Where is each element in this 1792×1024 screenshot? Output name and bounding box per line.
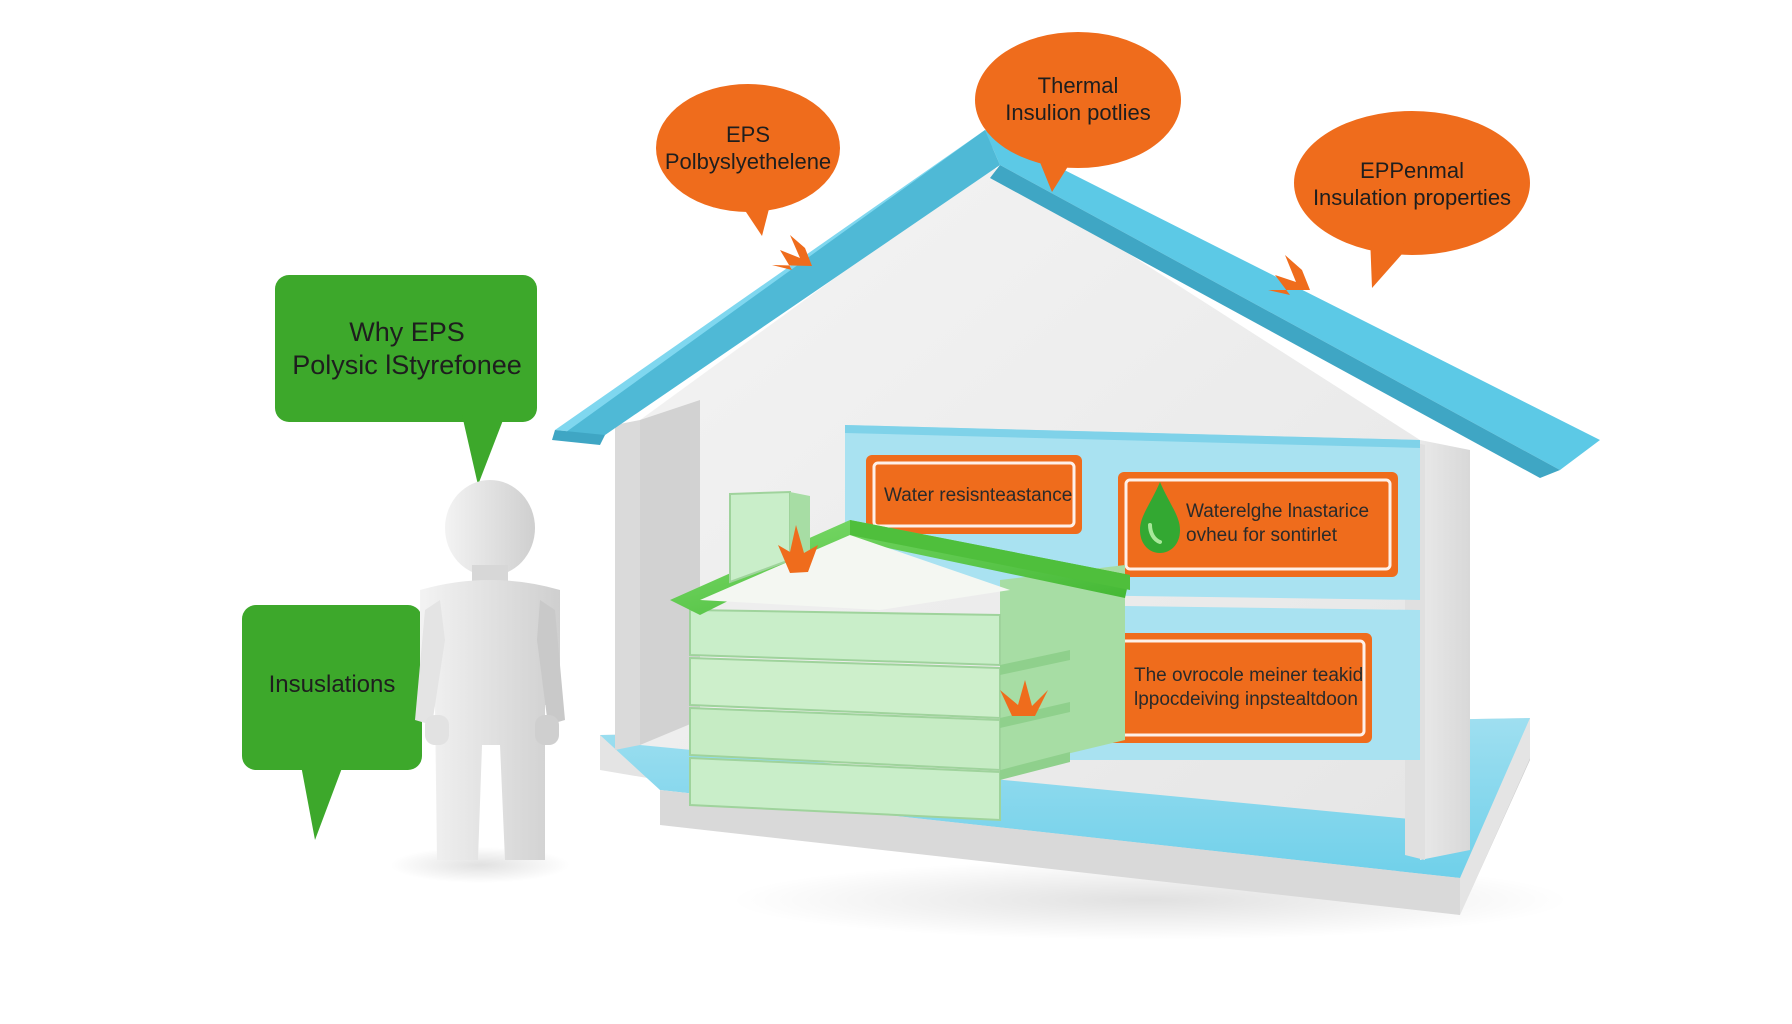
bubble-epp-shape <box>1294 111 1530 288</box>
bubble-thermal: Thermal Insulion potlies <box>985 58 1171 142</box>
bubble-insulations-shape <box>242 605 422 840</box>
bubble-eps-line2: Polbyslyethelene <box>664 149 832 174</box>
marker-star-icon <box>772 235 812 270</box>
person-figure <box>415 480 565 860</box>
marker-star-icon <box>778 525 818 573</box>
bubble-why: Why EPS Polysic lStyrefonee <box>282 300 532 398</box>
watertight-label: Waterelghe lnastarice ovheu for sontirle… <box>1186 500 1386 548</box>
watertight-line2: ovheu for sontirlet <box>1186 524 1338 546</box>
bubble-why-line1: Why EPS <box>349 317 465 348</box>
marker-star-icon <box>1268 255 1310 295</box>
water-resistance-panel <box>866 455 1082 534</box>
bubble-epp-line1: EPPenmal <box>1360 158 1464 184</box>
moisture-line1: The ovrocole meiner teakid <box>1134 665 1364 686</box>
moisture-line2: lppocdeiving inpstealtdoon <box>1134 688 1358 710</box>
bubble-why-line2: Polysic lStyrefonee <box>292 350 522 380</box>
bubble-eps-line1: EPS <box>725 122 771 148</box>
watertight-line1: Waterelghe lnastarice <box>1186 501 1370 522</box>
bubble-eps: EPS Polbyslyethelene <box>660 104 836 194</box>
water-resistance-label: Water resisnteastance <box>884 484 1074 508</box>
bubble-thermal-line1: Thermal <box>1037 73 1119 99</box>
watertight-panel <box>1118 472 1398 577</box>
marker-star-icon <box>1000 680 1048 716</box>
bubble-eps-shape <box>656 84 840 236</box>
bubble-why-shape <box>275 275 537 485</box>
bubble-thermal-shape <box>975 32 1181 192</box>
orange-markers <box>772 235 1310 716</box>
bubble-insulations: Insuslations <box>244 640 420 730</box>
moisture-label: The ovrocole meiner teakid lppocdeiving … <box>1134 664 1366 712</box>
eps-foam-stack <box>670 490 1130 822</box>
house-roof <box>552 130 1600 478</box>
moisture-panel <box>1072 633 1372 743</box>
bubble-epp: EPPenmal Insulation properties <box>1300 145 1524 225</box>
water-resistance-line1: Water resisnteastance <box>884 485 1073 506</box>
bubble-insulations-line1: Insuslations <box>268 671 396 699</box>
water-drop-green-icon <box>1140 482 1180 553</box>
bubble-epp-line2: Insulation properties <box>1312 185 1512 210</box>
bubble-thermal-line2: Insulion potlies <box>1005 100 1151 125</box>
